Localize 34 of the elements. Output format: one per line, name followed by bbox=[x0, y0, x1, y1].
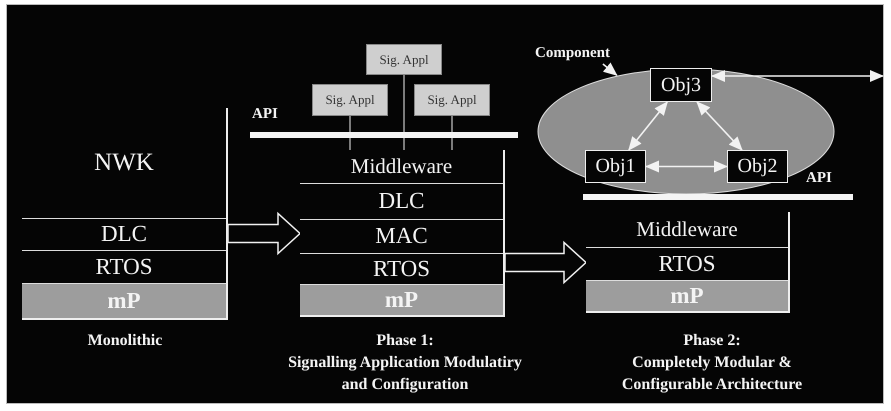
object-box: Obj1 bbox=[585, 150, 646, 183]
stack-caption: Phase 2: bbox=[682, 331, 742, 351]
layer-box: Middleware bbox=[586, 212, 788, 247]
layer-box: RTOS bbox=[586, 247, 788, 280]
layer-box: Middleware bbox=[300, 150, 503, 183]
layer-box: RTOS bbox=[300, 253, 503, 284]
object-box: Obj2 bbox=[727, 150, 788, 183]
layer-box: mP bbox=[586, 280, 788, 311]
stack-caption: Completely Modular & Configurable Architecture bbox=[620, 353, 804, 395]
double-arrow bbox=[645, 160, 728, 172]
stack-caption: Signalling Application Modulatiry and Configuration bbox=[287, 353, 523, 395]
leader-line bbox=[602, 62, 618, 76]
stack-caption: Phase 1: bbox=[375, 331, 435, 351]
layer-box: DLC bbox=[22, 218, 226, 250]
application-box: Sig. Appl bbox=[414, 84, 490, 116]
double-arrow bbox=[696, 101, 743, 151]
component-label: Component bbox=[535, 43, 645, 64]
api-label: API bbox=[806, 170, 832, 187]
api-label: API bbox=[252, 106, 278, 123]
block-arrow bbox=[227, 212, 302, 256]
layer-box: DLC bbox=[300, 183, 503, 219]
double-arrow bbox=[628, 101, 668, 151]
layer-box: NWK bbox=[22, 108, 226, 218]
double-arrow bbox=[711, 70, 884, 82]
layer-box: mP bbox=[300, 284, 503, 315]
component-ellipse bbox=[537, 68, 835, 195]
stack-caption: Monolithic bbox=[86, 331, 164, 351]
application-box: Sig. Appl bbox=[312, 84, 388, 116]
layer-box: mP bbox=[22, 283, 226, 318]
layer-box: RTOS bbox=[22, 250, 226, 283]
application-box: Sig. Appl bbox=[366, 44, 442, 75]
block-arrow bbox=[504, 240, 588, 284]
layer-box: MAC bbox=[300, 219, 503, 253]
object-box: Obj3 bbox=[650, 68, 712, 102]
